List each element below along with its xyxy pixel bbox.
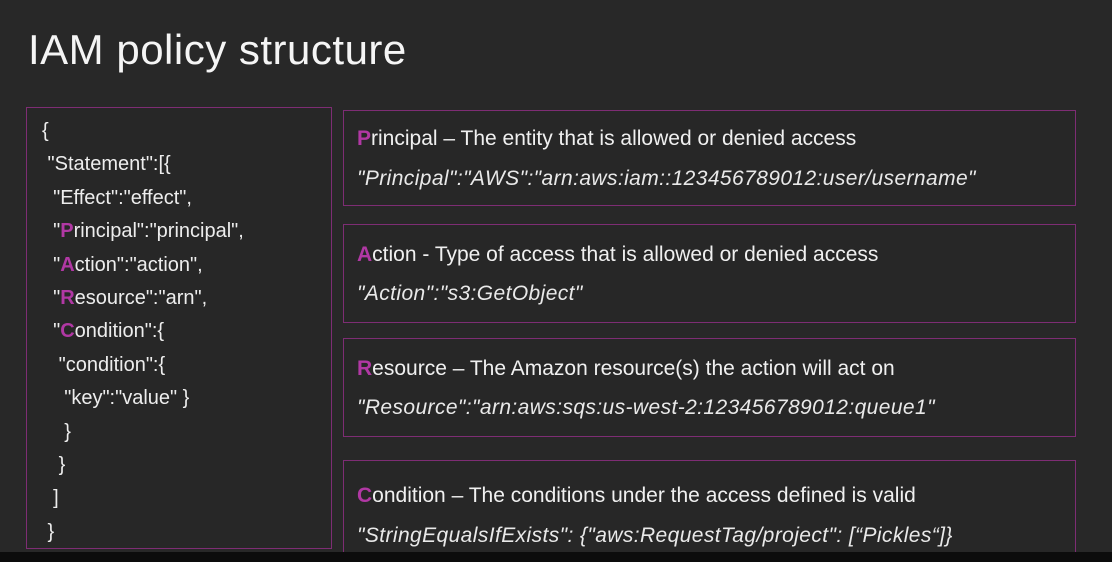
code-text: ondition":{ bbox=[74, 320, 165, 343]
page-title: IAM policy structure bbox=[28, 26, 407, 73]
code-line: "Statement":[{ bbox=[42, 148, 331, 181]
card-title: Condition – The conditions under the acc… bbox=[357, 483, 1061, 509]
code-line: ] bbox=[42, 482, 331, 515]
card-example: "StringEqualsIfExists": {"aws:RequestTag… bbox=[357, 523, 953, 547]
card-example: "Resource":"arn:aws:sqs:us-west-2:123456… bbox=[357, 396, 935, 419]
card-title-text: ction - Type of access that is allowed o… bbox=[372, 242, 879, 266]
code-line: "Action":"action", bbox=[42, 249, 331, 282]
code-line: } bbox=[42, 516, 331, 549]
code-text: " bbox=[42, 320, 61, 343]
card-action: Action - Type of access that is allowed … bbox=[343, 224, 1076, 323]
code-line: "Principal":"principal", bbox=[42, 215, 331, 248]
code-line: } bbox=[42, 416, 331, 449]
code-line: { bbox=[42, 115, 331, 148]
accent-letter: P bbox=[60, 220, 74, 243]
code-text: " bbox=[42, 287, 61, 310]
accent-letter: A bbox=[60, 253, 75, 276]
code-panel: { "Statement":[{ "Effect":"effect", "Pri… bbox=[26, 107, 332, 549]
accent-letter: R bbox=[60, 287, 75, 310]
code-text: " bbox=[42, 220, 61, 243]
code-text: } bbox=[42, 520, 55, 543]
accent-letter: C bbox=[60, 320, 75, 343]
code-text: } bbox=[42, 454, 66, 477]
card-resource: Resource – The Amazon resource(s) the ac… bbox=[343, 338, 1076, 437]
code-text: rincipal":"principal", bbox=[73, 220, 244, 243]
code-line: "key":"value" } bbox=[42, 382, 331, 415]
accent-letter: R bbox=[357, 356, 373, 380]
accent-letter: C bbox=[357, 484, 373, 508]
card-title-text: esource – The Amazon resource(s) the act… bbox=[372, 356, 895, 380]
code-text: "Effect":"effect", bbox=[42, 186, 192, 209]
policy-code: { "Statement":[{ "Effect":"effect", "Pri… bbox=[27, 108, 331, 549]
card-principal: Principal – The entity that is allowed o… bbox=[343, 110, 1076, 206]
code-text: ction":"action", bbox=[74, 253, 203, 276]
card-title-text: rincipal – The entity that is allowed or… bbox=[371, 127, 857, 151]
code-line: "Condition":{ bbox=[42, 315, 331, 348]
card-title: Principal – The entity that is allowed o… bbox=[357, 126, 1061, 152]
bottom-bar bbox=[0, 552, 1112, 562]
card-title: Resource – The Amazon resource(s) the ac… bbox=[357, 356, 1061, 382]
code-text: " bbox=[42, 253, 61, 276]
code-text: "condition":{ bbox=[42, 353, 166, 376]
code-text: } bbox=[42, 420, 71, 443]
code-text: ] bbox=[42, 487, 59, 510]
card-title-text: ondition – The conditions under the acce… bbox=[372, 484, 916, 508]
code-line: "condition":{ bbox=[42, 349, 331, 382]
code-text: esource":"arn", bbox=[74, 287, 208, 310]
accent-letter: P bbox=[357, 127, 372, 151]
accent-letter: A bbox=[357, 242, 373, 266]
code-text: { bbox=[42, 120, 49, 142]
code-line: "Effect":"effect", bbox=[42, 182, 331, 215]
card-title: Action - Type of access that is allowed … bbox=[357, 242, 1061, 268]
card-example: "Action":"s3:GetObject" bbox=[357, 282, 583, 305]
code-line: "Resource":"arn", bbox=[42, 282, 331, 315]
code-text: "key":"value" } bbox=[42, 387, 190, 410]
code-line: } bbox=[42, 449, 331, 482]
card-example: "Principal":"AWS":"arn:aws:iam::12345678… bbox=[357, 166, 976, 190]
card-condition: Condition – The conditions under the acc… bbox=[343, 460, 1076, 562]
code-text: "Statement":[{ bbox=[42, 153, 171, 176]
